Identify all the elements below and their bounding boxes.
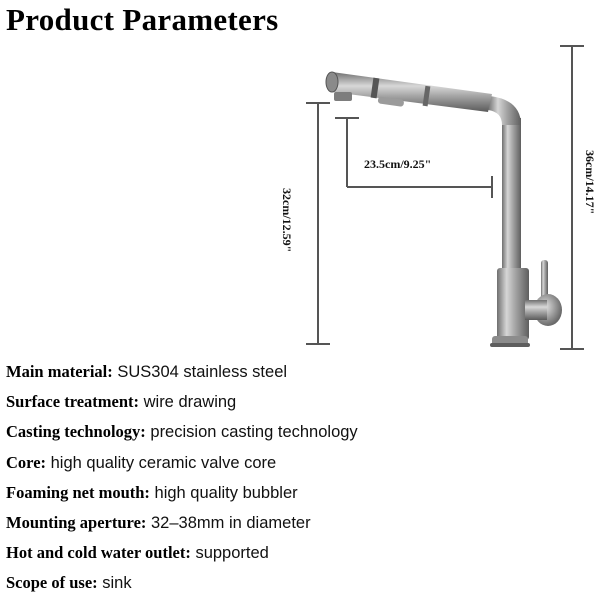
- param-label: Casting technology:: [6, 422, 146, 442]
- param-label: Hot and cold water outlet:: [6, 543, 191, 563]
- param-hot-cold-water-outlet: Hot and cold water outlet: supported: [6, 538, 596, 568]
- param-value: supported: [195, 544, 269, 563]
- spout-height-dimension: 32cm/12.59": [280, 102, 330, 345]
- spout-height-label: 32cm/12.59": [280, 188, 294, 252]
- param-value: precision casting technology: [150, 423, 358, 442]
- spout-reach-label: 23.5cm/9.25": [364, 157, 431, 171]
- param-value: high quality ceramic valve core: [50, 453, 277, 472]
- param-mounting-aperture: Mounting aperture: 32–38mm in diameter: [6, 508, 596, 538]
- param-label: Surface treatment:: [6, 392, 140, 412]
- param-foaming-net-mouth: Foaming net mouth: high quality bubbler: [6, 478, 596, 508]
- param-value: 32–38mm in diameter: [151, 513, 311, 532]
- spout-reach-dimension: 23.5cm/9.25": [335, 117, 493, 198]
- param-value: wire drawing: [143, 393, 237, 412]
- param-label: Core:: [6, 452, 47, 472]
- param-label: Foaming net mouth:: [6, 482, 150, 502]
- param-scope-of-use: Scope of use: sink: [6, 568, 596, 598]
- param-surface-treatment: Surface treatment: wire drawing: [6, 387, 596, 417]
- param-label: Scope of use:: [6, 573, 98, 593]
- param-casting-technology: Casting technology: precision casting te…: [6, 417, 596, 447]
- param-core: Core: high quality ceramic valve core: [6, 448, 596, 478]
- faucet-dimension-diagram: 36cm/14.17" 32cm/12.59" 23.5cm/9.25": [280, 45, 597, 350]
- total-height-label: 36cm/14.17": [583, 150, 597, 214]
- total-height-dimension: 36cm/14.17": [560, 45, 597, 350]
- page-title: Product Parameters: [6, 2, 279, 37]
- param-main-material: Main material: SUS304 stainless steel: [6, 357, 596, 387]
- param-value: SUS304 stainless steel: [117, 363, 288, 381]
- param-value: sink: [102, 574, 132, 593]
- param-label: Mounting aperture:: [6, 512, 147, 532]
- param-label: Main material:: [6, 362, 113, 381]
- parameter-list: Main material: SUS304 stainless steel Su…: [6, 357, 596, 599]
- faucet-image: [325, 71, 562, 347]
- param-value: high quality bubbler: [154, 483, 298, 502]
